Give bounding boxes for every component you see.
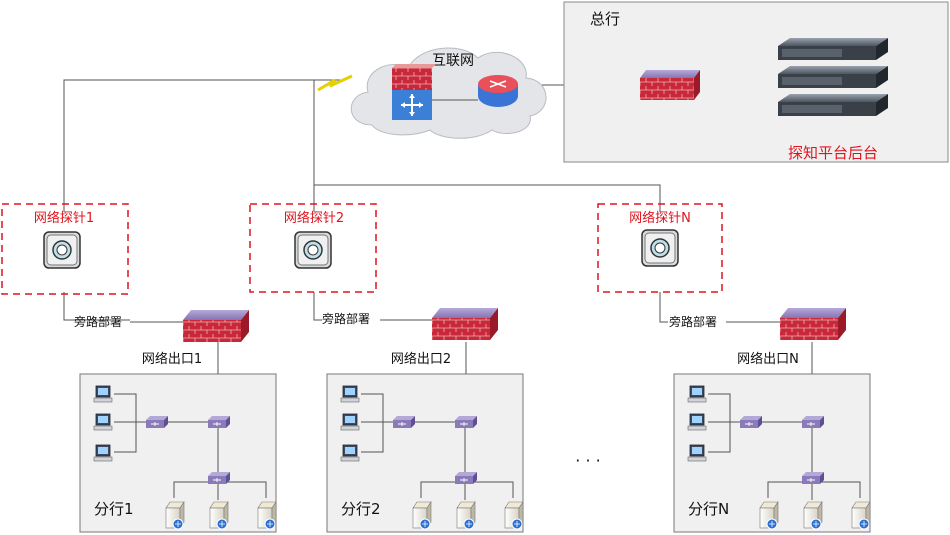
internet-cloud: 互联网	[350, 47, 547, 139]
bypass-label: 旁路部署	[74, 314, 122, 329]
pc-icon	[93, 385, 113, 403]
probe-n: 网络探针N	[597, 203, 723, 293]
branch-lines	[114, 393, 267, 500]
pc-icon	[340, 385, 360, 403]
branch-lines	[361, 393, 514, 500]
switch-icon	[455, 416, 477, 428]
server-icon	[456, 501, 476, 530]
hq-firewall-icon	[640, 70, 700, 100]
exit-firewall-icon	[183, 310, 249, 342]
layer3-switch-icon	[392, 90, 432, 120]
exit-label: 网络出口2	[391, 351, 451, 367]
exit-label: 网络出口N	[737, 351, 799, 367]
headquarters-panel: 总行 探知	[563, 1, 949, 163]
switch-icon	[393, 416, 415, 428]
branch-panel: 分行2	[326, 373, 524, 533]
probe-n-uplink	[313, 184, 661, 212]
server-icon	[504, 501, 524, 530]
switch-icon	[455, 472, 477, 484]
branch-label: 分行N	[688, 500, 729, 518]
pc-icon	[687, 444, 707, 462]
server-icon	[803, 501, 823, 530]
switch-icon	[208, 416, 230, 428]
branch-panel: 分行N	[673, 373, 871, 533]
headquarters-title: 总行	[590, 10, 620, 28]
router-icon	[478, 75, 518, 107]
switch-icon	[146, 416, 168, 428]
ellipsis: · · ·	[575, 451, 600, 470]
pc-icon	[340, 413, 360, 431]
probe-label: 网络探针N	[629, 210, 691, 226]
platform-label: 探知平台后台	[788, 144, 878, 162]
probe-device-icon	[641, 229, 679, 267]
server-icon	[165, 501, 185, 530]
probe-device-icon	[294, 231, 332, 269]
branch-panel: 分行1	[79, 373, 277, 533]
exit-firewall-icon	[780, 308, 846, 340]
pc-icon	[340, 444, 360, 462]
wireless-link-icon	[317, 74, 353, 92]
pc-icon	[93, 413, 113, 431]
branch-label: 分行1	[94, 500, 134, 518]
server-icon	[209, 501, 229, 530]
probe-label: 网络探针2	[284, 210, 344, 226]
probe-1: 网络探针1	[1, 203, 129, 295]
probe-label: 网络探针1	[34, 210, 94, 226]
exit-label: 网络出口1	[142, 351, 202, 367]
probe1-uplink	[63, 79, 340, 212]
probe-2: 网络探针2	[249, 203, 377, 293]
branch-label: 分行2	[341, 500, 381, 518]
pc-icon	[687, 413, 707, 431]
internet-label: 互联网	[432, 53, 474, 69]
bypass-label: 旁路部署	[669, 314, 717, 329]
branch-panels: 分行1 分行2 分行N	[79, 373, 871, 533]
pc-icon	[687, 385, 707, 403]
probe-device-icon	[43, 231, 81, 269]
server-icon	[257, 501, 277, 530]
firewall-icon	[392, 64, 436, 90]
switch-icon	[802, 416, 824, 428]
exit-firewall-icon	[432, 308, 498, 340]
server-icon	[412, 501, 432, 530]
bypass-label: 旁路部署	[322, 311, 370, 326]
switch-icon	[208, 472, 230, 484]
switch-icon	[740, 416, 762, 428]
server-rack-icon	[778, 38, 888, 116]
switch-icon	[802, 472, 824, 484]
server-icon	[851, 501, 871, 530]
server-icon	[759, 501, 779, 530]
pc-icon	[93, 444, 113, 462]
